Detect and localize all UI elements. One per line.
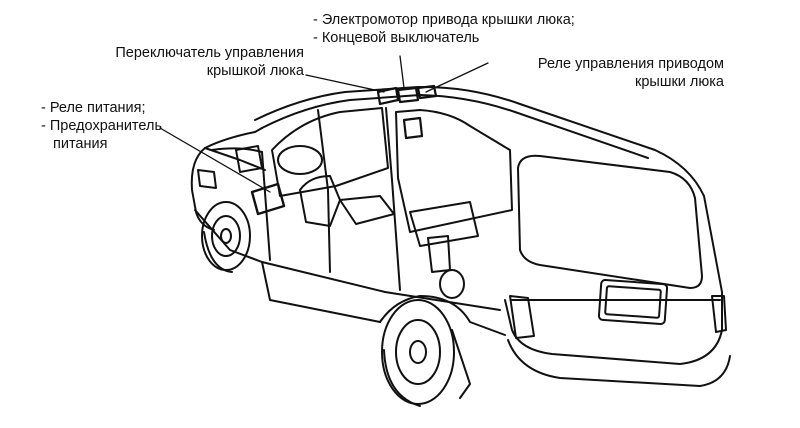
label-sunroof-switch: Переключатель управления крышкой люка [66,44,304,80]
leader-power [159,127,271,193]
front-wheel [201,201,251,273]
label-fuse-line2: питания [53,136,108,152]
leader-motor [399,55,405,89]
label-limit-switch-line: - Концевой выключатель [313,30,480,46]
label-power-group: - Реле питания; - Предохранитель питания [41,99,162,153]
rear-wheel [381,299,471,407]
label-relay-line2: крышки люка [635,74,724,90]
label-fuse-line: - Предохранитель [41,118,163,134]
label-relay-line1: Реле управления приводом [537,56,724,72]
label-switch-line1: Переключатель управления [115,45,304,61]
label-switch-line2: крышкой люка [206,63,304,79]
leader-switch [305,74,385,93]
car-body [190,84,731,387]
label-power-relay-line: - Реле питания; [41,100,146,116]
label-control-relay: Реле управления приводом крышки люка [486,55,724,91]
sunroof-motor-cluster [376,84,438,140]
label-motor-group: - Электромотор привода крышки люка; - Ко… [313,11,575,47]
label-motor-line: - Электромотор привода крышки люка; [313,12,575,28]
